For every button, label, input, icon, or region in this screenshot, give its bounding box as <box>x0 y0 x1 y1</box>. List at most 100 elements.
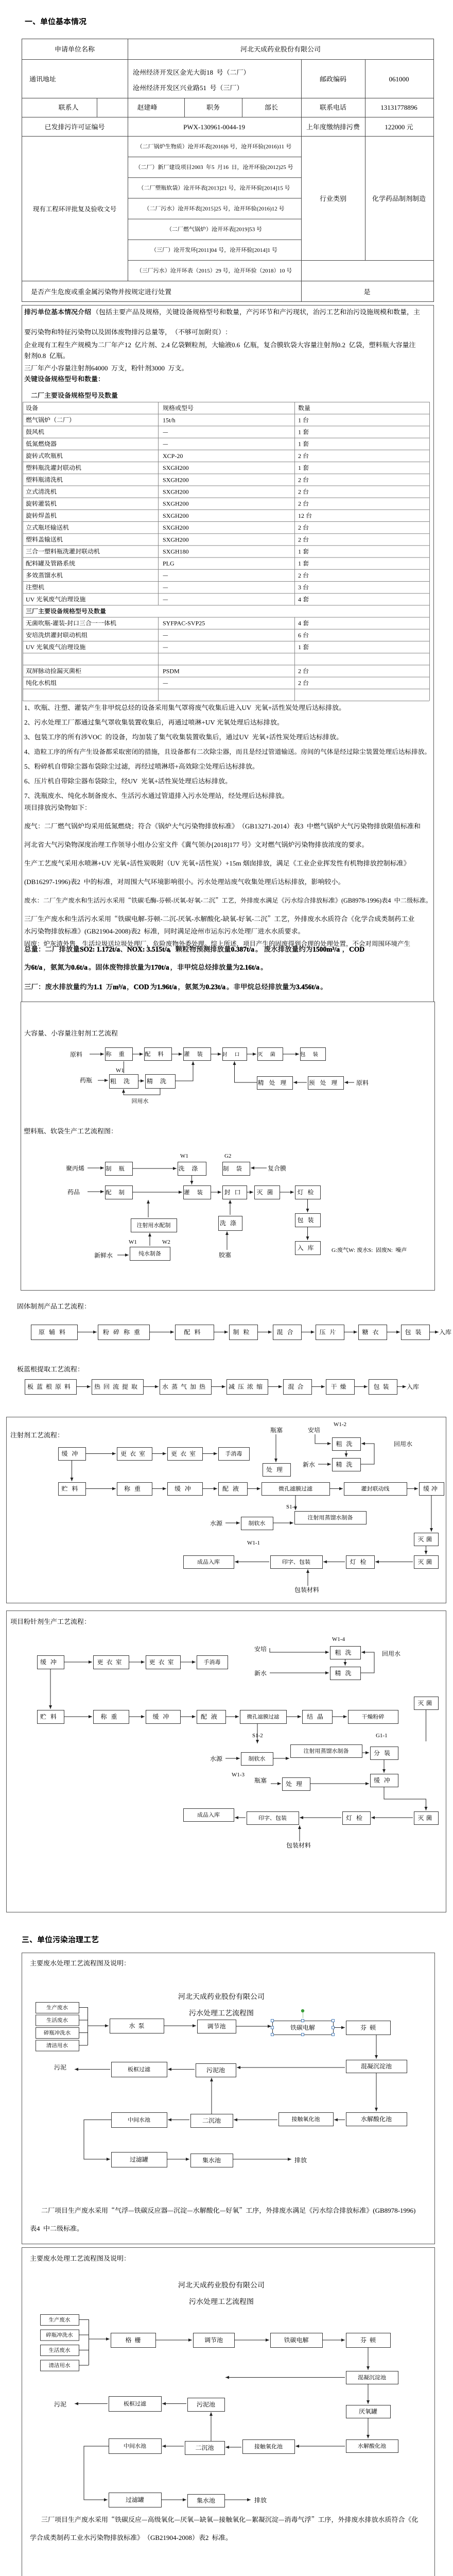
svg-text:-: - <box>50 620 53 627</box>
svg-text:S:: S: <box>368 1247 373 1253</box>
svg-text:15t/h: 15t/h <box>163 416 176 423</box>
svg-text:1.1: 1.1 <box>94 983 102 991</box>
svg-text:+15m: +15m <box>225 859 241 867</box>
svg-text:W1: W1 <box>129 1239 137 1245</box>
svg-text:4: 4 <box>298 596 301 603</box>
svg-text:-: - <box>145 915 147 923</box>
svg-text:1: 1 <box>24 704 28 711</box>
svg-text:-: - <box>156 897 159 904</box>
svg-text:(GB8978-1996): (GB8978-1996) <box>341 897 381 904</box>
svg-text:COD: COD <box>349 945 364 953</box>
svg-text:W1-4: W1-4 <box>332 1636 345 1642</box>
svg-text:[2016]6: [2016]6 <box>211 144 229 150</box>
svg-text:SO2: 1.172t/a: SO2: 1.172t/a <box>80 945 120 953</box>
svg-text:[2011]04: [2011]04 <box>196 247 217 253</box>
svg-text:SXGH200: SXGH200 <box>163 464 189 471</box>
svg-text:+: + <box>126 859 130 867</box>
svg-text:PWX-130961-0044-19: PWX-130961-0044-19 <box>183 123 245 131</box>
svg-text:GB21904-2008: GB21904-2008 <box>150 2534 192 2541</box>
svg-text:-: - <box>220 915 222 923</box>
svg-text:W:: W: <box>349 1247 355 1253</box>
svg-text:2.16t/a: 2.16t/a <box>240 963 260 971</box>
svg-text:2.4: 2.4 <box>162 341 170 349</box>
svg-text:4: 4 <box>388 897 391 904</box>
svg-text:[2014]1: [2014]1 <box>252 247 270 253</box>
svg-text:UV: UV <box>26 596 35 603</box>
svg-text:2: 2 <box>298 680 301 687</box>
svg-text:+: + <box>195 859 199 867</box>
svg-text:SXGH200: SXGH200 <box>163 476 189 483</box>
svg-text:2: 2 <box>137 927 141 935</box>
svg-text:W1: W1 <box>116 1067 124 1074</box>
svg-text:SXGH200: SXGH200 <box>163 488 189 496</box>
svg-text:5: 5 <box>212 164 215 171</box>
svg-text:(2016)12: (2016)12 <box>256 206 277 212</box>
svg-text:51: 51 <box>200 84 206 92</box>
svg-text:UV: UV <box>170 859 180 867</box>
svg-text:2: 2 <box>298 668 301 675</box>
svg-text:1: 1 <box>298 464 301 471</box>
svg-text:6t/a: 6t/a <box>31 963 43 971</box>
svg-text:1: 1 <box>298 416 301 423</box>
svg-text:6: 6 <box>298 632 301 639</box>
svg-text:(DB16297-1996): (DB16297-1996) <box>24 878 71 886</box>
svg-text:2: 2 <box>298 536 301 543</box>
svg-text:-: - <box>252 915 254 923</box>
svg-text:1: 1 <box>298 643 301 651</box>
svg-text:2: 2 <box>77 878 81 886</box>
svg-text:0.2: 0.2 <box>337 341 345 349</box>
svg-text:4: 4 <box>24 749 28 756</box>
svg-text:G1-1: G1-1 <box>376 1733 388 1739</box>
svg-text:(2012)25: (2012)25 <box>265 164 286 171</box>
svg-text:PLG: PLG <box>163 560 175 567</box>
svg-text:+UV: +UV <box>202 719 216 726</box>
svg-text:6: 6 <box>24 777 28 785</box>
svg-text:3: 3 <box>300 822 303 830</box>
svg-text:12: 12 <box>125 341 131 349</box>
svg-text:SXGH200: SXGH200 <box>163 512 189 519</box>
svg-text:-: - <box>186 897 188 904</box>
svg-text:2: 2 <box>24 719 28 726</box>
svg-text:W1-1: W1-1 <box>247 1540 260 1546</box>
svg-text:1: 1 <box>298 548 301 555</box>
svg-text:G:: G: <box>332 1247 337 1253</box>
svg-text:18: 18 <box>206 69 213 76</box>
svg-text:0.6: 0.6 <box>232 341 240 349</box>
svg-text:PSDM: PSDM <box>163 668 180 675</box>
svg-text:7: 7 <box>24 792 28 800</box>
svg-text:10: 10 <box>280 268 285 274</box>
svg-text:+: + <box>154 777 158 785</box>
svg-text:W2: W2 <box>162 1239 170 1245</box>
svg-text:2018: 2018 <box>263 268 274 274</box>
svg-text:122000: 122000 <box>385 123 405 131</box>
svg-text:16: 16 <box>223 164 229 171</box>
svg-text:0.387t/a: 0.387t/a <box>231 945 255 953</box>
svg-text:(2016)11: (2016)11 <box>264 144 284 150</box>
svg-text:+: + <box>266 733 269 741</box>
svg-text:2: 2 <box>298 476 301 483</box>
svg-text:4: 4 <box>298 620 301 627</box>
svg-text:-: - <box>191 915 194 923</box>
svg-text:2: 2 <box>298 572 301 579</box>
svg-text:UV: UV <box>239 733 249 741</box>
svg-text:UV: UV <box>242 704 252 711</box>
svg-text:1: 1 <box>298 440 301 448</box>
svg-text:XCP-20: XCP-20 <box>163 452 183 460</box>
svg-text:SXGH200: SXGH200 <box>163 524 189 531</box>
svg-text:COD: COD <box>134 983 149 991</box>
svg-text:3: 3 <box>24 733 28 741</box>
svg-text:+: + <box>268 704 272 711</box>
svg-text:W1-3: W1-3 <box>232 1772 245 1778</box>
svg-text:W1: W1 <box>180 1153 188 1159</box>
svg-text:m³/a: m³/a <box>113 983 126 991</box>
svg-text:(GB8978-1996): (GB8978-1996) <box>373 2207 415 2214</box>
svg-text:S1-1: S1-1 <box>286 1504 297 1510</box>
svg-text:N:: N: <box>387 1247 393 1253</box>
svg-text:(GB21904-2008): (GB21904-2008) <box>84 927 131 935</box>
svg-text:VOC: VOC <box>88 733 102 741</box>
svg-text:4: 4 <box>37 2225 40 2232</box>
svg-text:SXGH200: SXGH200 <box>163 500 189 507</box>
svg-text:2: 2 <box>298 488 301 496</box>
svg-text:[2018]177: [2018]177 <box>212 841 240 849</box>
svg-text:1: 1 <box>298 560 301 567</box>
